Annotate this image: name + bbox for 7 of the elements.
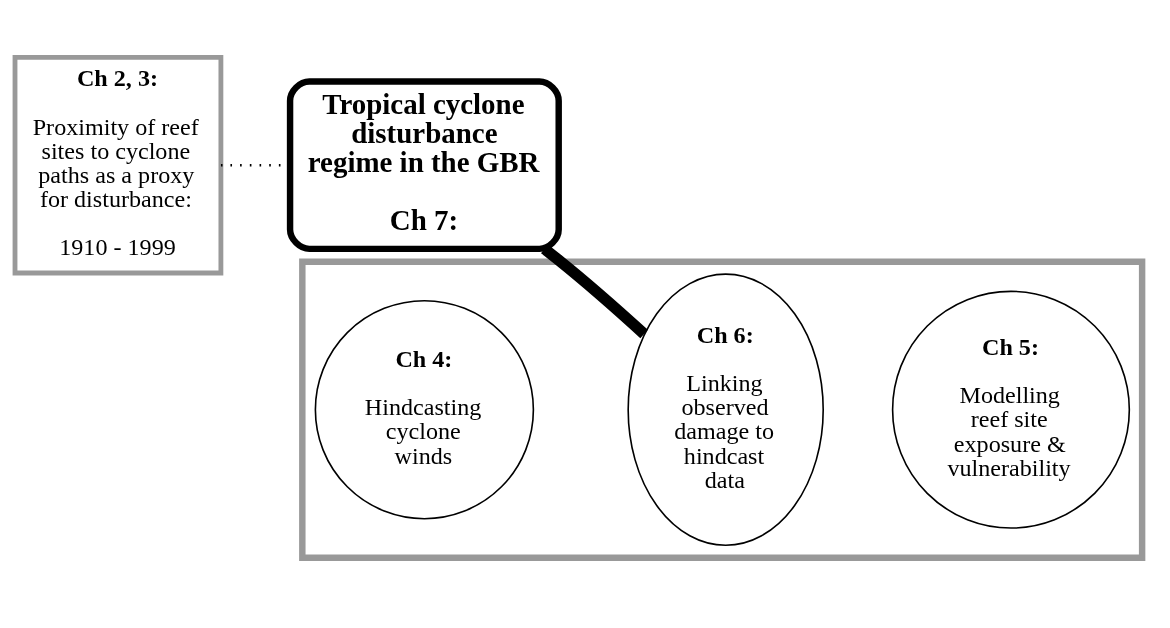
cluster [299,258,1146,561]
node-circle: Ch 5: Modelling reef site exposure & vulnerability [891,290,1131,529]
node-circle: Ch 4: Hindcasting cyclone winds [314,299,535,520]
connector [541,244,648,339]
node-ellipse: Ch 6: Linking observed damage to hindcast data [627,273,824,547]
node-box: Ch 2, 3: Proximity of reef sites to cyclone paths as a proxy for disturbance: 1910 - 1999 [12,55,224,276]
node-box: Tropical cyclone disturbance regime in the GBR Ch 7: [286,78,562,253]
